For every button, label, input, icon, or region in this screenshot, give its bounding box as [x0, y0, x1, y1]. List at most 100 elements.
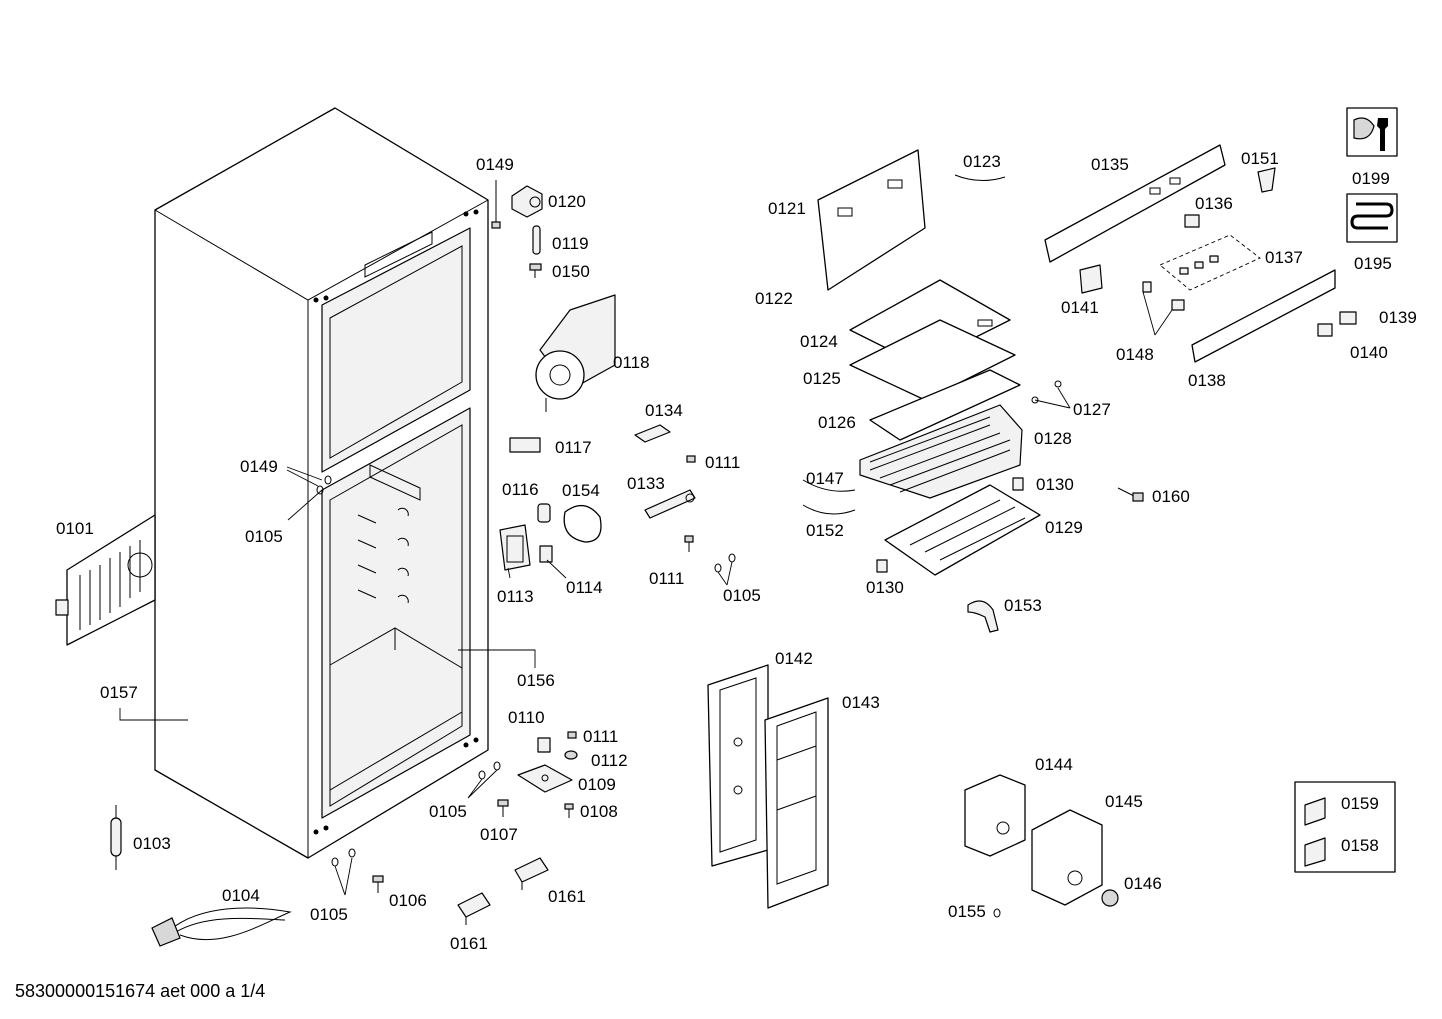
leader-lines [119, 291, 1173, 896]
fridge-cabinet [154, 107, 489, 859]
part-0146-knob [1101, 889, 1119, 907]
label-0112: 0112 [591, 751, 628, 770]
part-0134-clip [634, 424, 671, 443]
label-0105: 0105 [245, 527, 283, 546]
label-0134: 0134 [645, 401, 683, 420]
part-0151-clip [1257, 167, 1276, 193]
label-0105: 0105 [723, 586, 761, 605]
label-0123: 0123 [963, 152, 1001, 171]
label-0152: 0152 [806, 521, 844, 540]
part-labels: 0101 0103 0104 0105 0105 0105 0105 0106 … [56, 149, 1417, 953]
part-0152-wire [802, 504, 856, 515]
label-0120: 0120 [548, 192, 586, 211]
part-0133-bracket [644, 489, 696, 519]
part-0138-strip [1191, 269, 1336, 363]
part-0114-socket [539, 545, 553, 563]
part-0128-evaporator [859, 404, 1023, 499]
label-0160: 0160 [1152, 487, 1190, 506]
part-0139-knob [1339, 311, 1357, 325]
label-0118: 0118 [613, 353, 650, 372]
label-0111: 0111 [705, 453, 740, 472]
part-0140-knob [1317, 323, 1333, 337]
label-0103: 0103 [133, 834, 171, 853]
label-0148: 0148 [1116, 345, 1154, 364]
label-0108: 0108 [580, 802, 618, 821]
part-0135-control-panel [1044, 144, 1226, 263]
label-0130: 0130 [1036, 475, 1074, 494]
label-0159: 0159 [1341, 794, 1379, 813]
label-0107: 0107 [480, 825, 518, 844]
label-0143: 0143 [842, 693, 880, 712]
label-0117: 0117 [555, 438, 592, 457]
label-0119: 0119 [552, 234, 589, 253]
label-0154: 0154 [562, 481, 600, 500]
part-0121-back-wall [817, 149, 926, 291]
refrigerant-coil-icon [1346, 193, 1398, 243]
label-0139: 0139 [1379, 308, 1417, 327]
label-0127: 0127 [1073, 400, 1111, 419]
part-0150-screw [529, 263, 542, 278]
label-0147: 0147 [806, 469, 844, 488]
label-0116: 0116 [502, 480, 539, 499]
part-0154-cover [563, 505, 602, 543]
part-0109-hinge-plate [517, 764, 573, 793]
label-0130: 0130 [866, 578, 904, 597]
part-0136-connector [1184, 214, 1200, 228]
label-0126: 0126 [818, 413, 856, 432]
label-0111: 0111 [583, 727, 618, 746]
label-0145: 0145 [1105, 792, 1143, 811]
label-0121: 0121 [768, 199, 806, 218]
label-0128: 0128 [1034, 429, 1072, 448]
part-0155-ring [993, 908, 1001, 918]
part-0129-drip-tray [884, 484, 1041, 576]
label-0141: 0141 [1061, 298, 1099, 317]
part-0160-sensor [1117, 487, 1144, 502]
label-0149: 0149 [476, 155, 514, 174]
label-0111: 0111 [649, 569, 684, 588]
part-0125-tray [849, 319, 1016, 401]
label-0195: 0195 [1354, 254, 1392, 273]
label-0125: 0125 [803, 369, 841, 388]
label-0149: 0149 [240, 457, 278, 476]
part-0161-brackets [457, 857, 549, 925]
label-0138: 0138 [1188, 371, 1226, 390]
label-0151: 0151 [1241, 149, 1279, 168]
label-0113: 0113 [497, 587, 534, 606]
part-0119-pin [532, 225, 541, 255]
part-0112-washer [564, 750, 578, 760]
part-0147-wire [802, 479, 856, 492]
label-0110: 0110 [508, 708, 545, 727]
part-0144-housing [964, 774, 1026, 857]
label-0101: 0101 [56, 519, 94, 538]
label-0150: 0150 [552, 262, 590, 281]
label-0114: 0114 [566, 578, 603, 597]
part-0106-screw [372, 875, 384, 893]
label-0144: 0144 [1035, 755, 1073, 774]
part-0111-screws [567, 455, 696, 739]
label-0109: 0109 [578, 775, 616, 794]
part-0145-housing [1031, 809, 1103, 906]
label-0157: 0157 [100, 683, 138, 702]
label-0105: 0105 [310, 905, 348, 924]
label-0133: 0133 [627, 474, 665, 493]
label-0106: 0106 [389, 891, 427, 910]
part-0123-wire [954, 174, 1006, 181]
label-0124: 0124 [800, 332, 838, 351]
part-0113-housing [499, 524, 531, 571]
label-0161: 0161 [548, 887, 586, 906]
label-0122: 0122 [755, 289, 793, 308]
part-0101-back-cover [55, 514, 156, 646]
label-0105: 0105 [429, 802, 467, 821]
part-0148-buttons [1142, 281, 1185, 311]
part-0110-bracket [537, 737, 551, 753]
document-id-footer: 58300000151674 aet 000 a 1/4 [15, 981, 266, 1001]
label-0140: 0140 [1350, 343, 1388, 362]
part-0143-duct-cover [764, 697, 829, 909]
label-0155: 0155 [948, 902, 986, 921]
part-0120-hinge [511, 185, 543, 218]
legend-box-0158-0159 [1294, 781, 1396, 873]
label-0136: 0136 [1195, 194, 1233, 213]
wrench-icon [1346, 107, 1398, 157]
part-0137-buttons [1159, 234, 1261, 291]
label-0158: 0158 [1341, 836, 1379, 855]
